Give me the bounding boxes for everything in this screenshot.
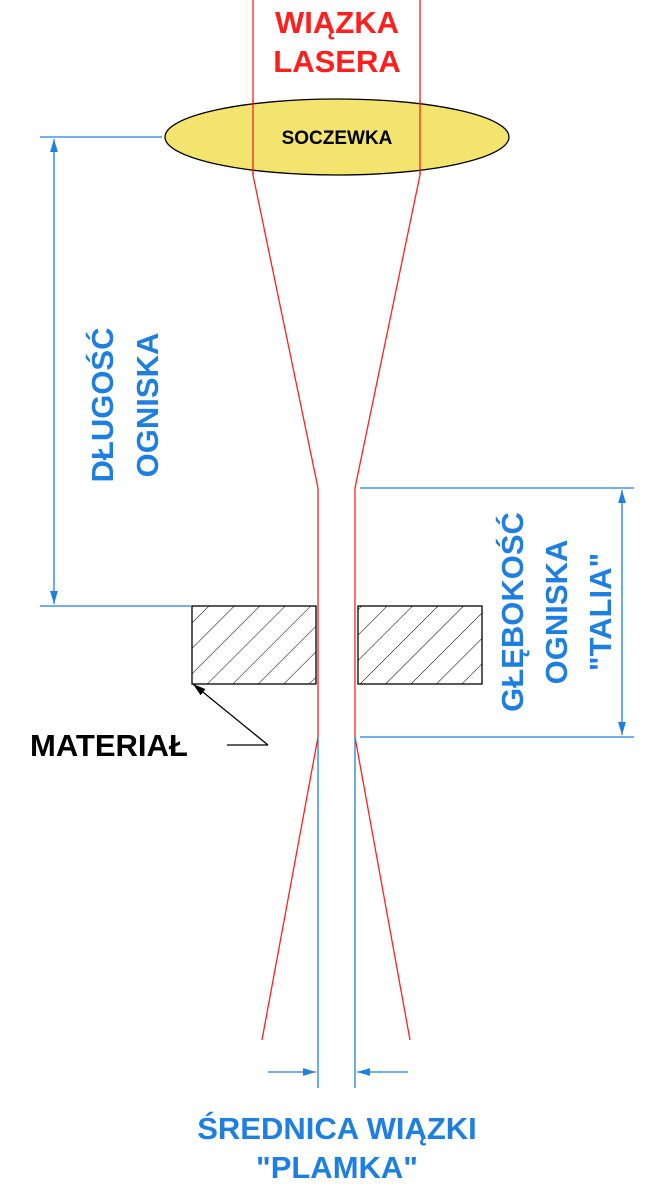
material-leader — [192, 683, 269, 746]
spot-diameter-dimension — [268, 737, 408, 1088]
focal-depth-label-line2: OGNISKA — [539, 540, 574, 685]
focal-length-label-line2: OGNISKA — [130, 333, 165, 478]
material-block-right — [357, 605, 483, 685]
focal-depth-label-line1: GŁĘBOKOŚĆ — [494, 512, 530, 712]
material-label: MATERIAŁ — [30, 728, 188, 763]
material-block-left — [191, 605, 317, 685]
beam-label-line1: WIĄZKA — [275, 5, 399, 40]
spot-diameter-label-line1: ŚREDNICA WIĄZKI — [197, 1110, 477, 1146]
focal-length-label-line1: DŁUGOŚĆ — [84, 328, 120, 483]
lens — [164, 98, 510, 176]
converging-beam — [252, 174, 421, 1041]
spot-diameter-label-line2: "PLAMKA" — [256, 1150, 418, 1185]
lens-label: SOCZEWKA — [282, 128, 393, 149]
beam-label-line2: LASERA — [273, 44, 400, 79]
focal-length-dimension — [40, 136, 192, 607]
focal-depth-label-line3: "TALIA" — [583, 553, 618, 671]
focal-depth-dimension — [360, 487, 634, 738]
